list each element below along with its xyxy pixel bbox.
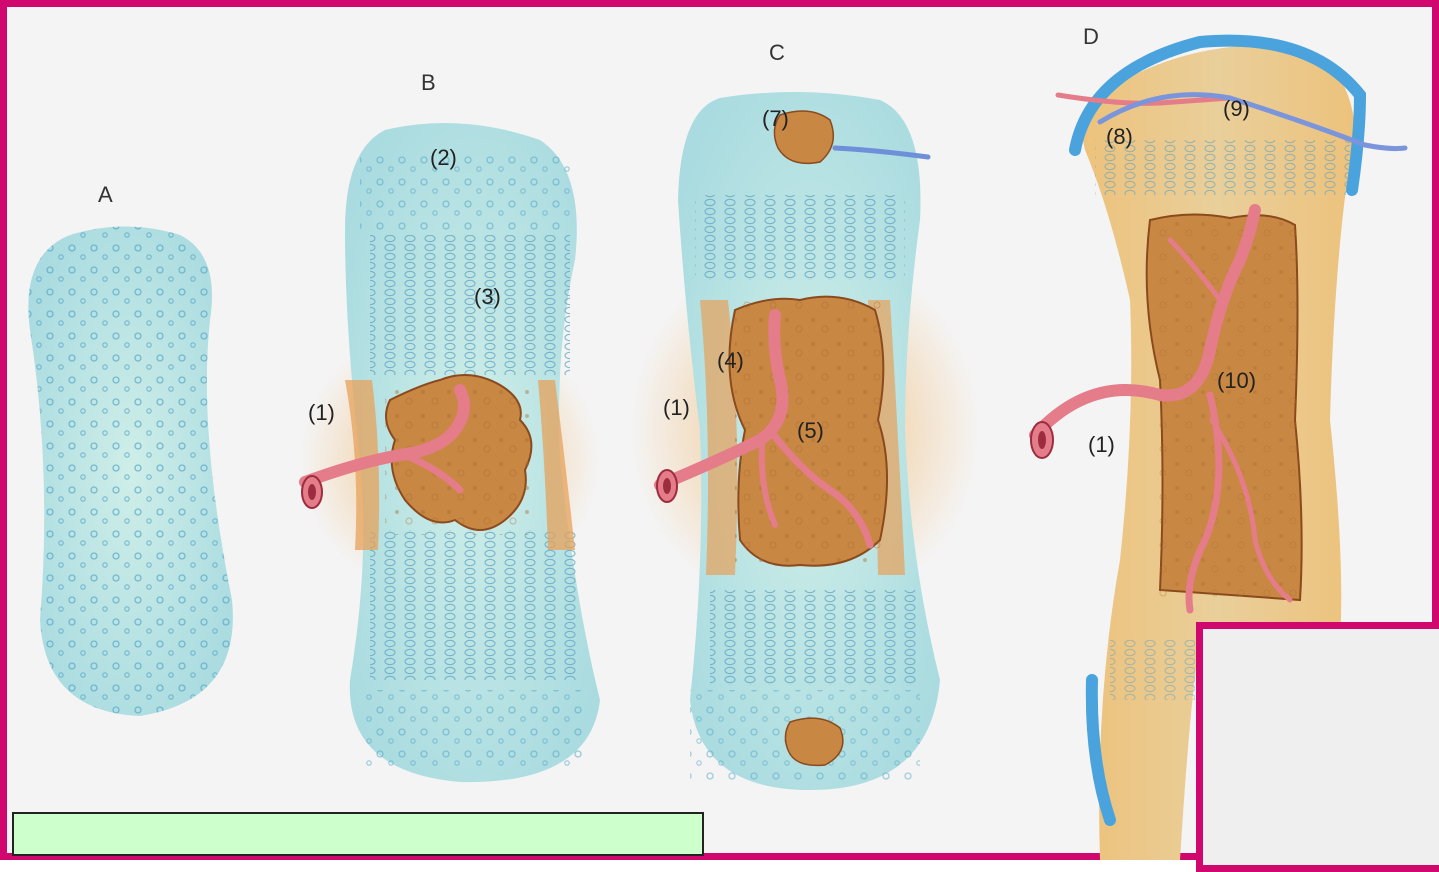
label-3: (3)	[474, 284, 501, 310]
label-10: (10)	[1217, 368, 1256, 394]
label-7: (7)	[762, 106, 789, 132]
label-8: (8)	[1106, 124, 1133, 150]
inset-frame	[1196, 622, 1439, 872]
stage-b-primary-ossification	[300, 123, 600, 782]
label-1-stage-b: (1)	[308, 400, 335, 426]
stage-label-d: D	[1083, 24, 1099, 50]
label-4: (4)	[717, 348, 744, 374]
caption-box	[12, 812, 704, 856]
label-1-stage-c: (1)	[663, 395, 690, 421]
label-9: (9)	[1223, 96, 1250, 122]
stage-label-c: C	[769, 40, 785, 66]
stage-label-a: A	[98, 182, 113, 208]
stage-label-b: B	[421, 70, 436, 96]
label-5: (5)	[797, 418, 824, 444]
label-1-stage-d: (1)	[1088, 432, 1115, 458]
label-2: (2)	[430, 145, 457, 171]
stage-a-cartilage-model	[28, 227, 233, 717]
